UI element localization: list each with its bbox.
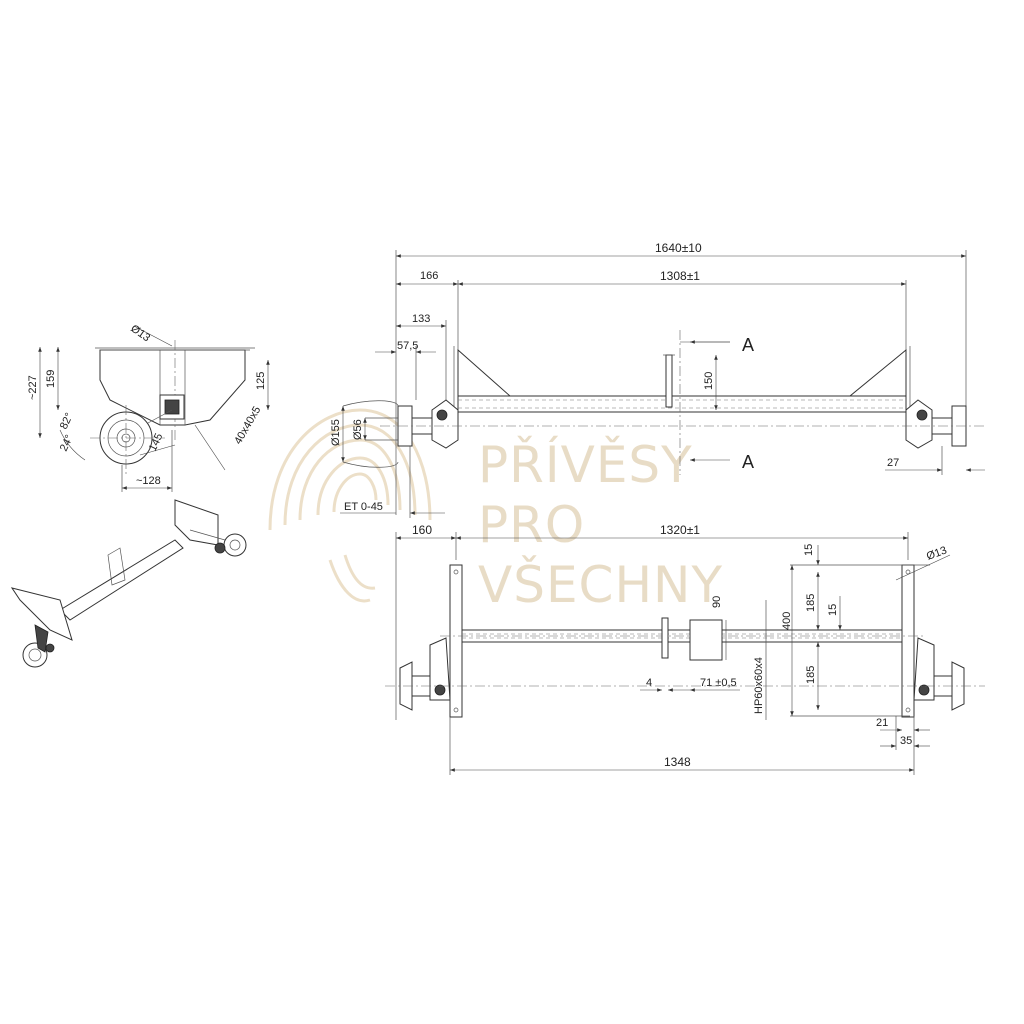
front-centre-bracket (689, 619, 723, 661)
dim-1320: 1320±1 (660, 523, 700, 537)
dim-166: 166 (420, 270, 438, 282)
front-view: 160 1320±1 90 4 71 ±0,5 HP60x60x4 (385, 523, 985, 775)
dim-15-top: 15 (803, 544, 815, 556)
dim-d13-side: Ø13 (128, 323, 152, 345)
dim-57-5: 57,5 (397, 340, 418, 352)
dim-d13-front: Ø13 (925, 544, 949, 562)
iso-axle-tube (59, 539, 184, 621)
dim-159: 159 (45, 370, 57, 388)
dim-tube: 40x40x5 (232, 404, 263, 446)
dim-227: ~227 (27, 375, 39, 400)
watermark-line-3: VŠECHNY (478, 555, 723, 614)
dim-d56: Ø56 (352, 419, 364, 440)
dim-400: 400 (781, 612, 793, 630)
section-a-bottom: A (742, 452, 754, 472)
iso-bracket-left (10, 587, 73, 641)
watermark-line-1: PŘÍVĚSY (478, 435, 693, 494)
dim-et: ET 0-45 (344, 501, 383, 513)
dim-128: ~128 (136, 475, 161, 487)
dim-185-top: 185 (805, 594, 817, 612)
top-bracket-right (848, 348, 907, 397)
dim-1308: 1308±1 (660, 269, 700, 283)
dim-15-mid: 15 (827, 604, 839, 616)
dim-133: 133 (412, 313, 430, 325)
watermark-logo-icon (268, 408, 432, 603)
dim-160: 160 (412, 523, 432, 537)
top-view: 1640±10 166 1308±1 133 57,5 (330, 241, 985, 518)
top-axle-tube (457, 395, 907, 413)
isometric-view (10, 499, 247, 668)
dim-overall-1640: 1640±10 (655, 241, 702, 255)
front-plate-right (901, 564, 915, 718)
dim-35: 35 (900, 735, 912, 747)
side-view: ~227 159 125 Ø13 40x40x5 24° 82° 145 ~12… (27, 323, 270, 492)
watermark: PŘÍVĚSY PRO VŠECHNY (268, 408, 723, 614)
dim-185-bottom: 185 (805, 666, 817, 684)
front-plate-left (449, 564, 463, 718)
dim-1348: 1348 (664, 755, 691, 769)
dim-angle-82: 82° (58, 411, 76, 431)
dim-71: 71 ±0,5 (700, 677, 737, 689)
dim-150: 150 (703, 372, 715, 390)
dim-125: 125 (255, 372, 267, 390)
dim-profile: HP60x60x4 (753, 657, 765, 714)
dim-27: 27 (887, 457, 899, 469)
dim-4: 4 (646, 677, 652, 689)
section-a-top: A (742, 335, 754, 355)
dim-21: 21 (876, 717, 888, 729)
top-bracket-left (457, 348, 512, 397)
watermark-line-2: PRO (478, 496, 585, 554)
iso-bracket-right (174, 499, 219, 546)
dim-d155: Ø155 (330, 419, 342, 446)
dim-90: 90 (711, 596, 723, 608)
